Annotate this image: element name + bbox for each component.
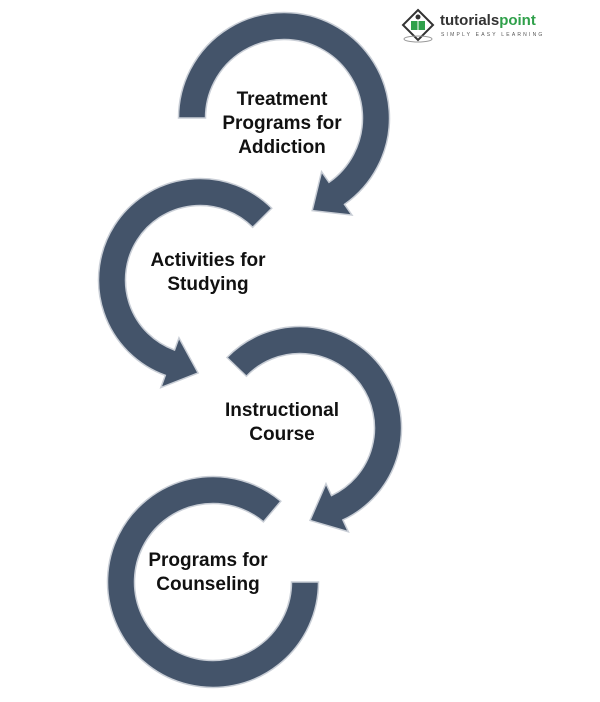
logo-name-part2: point: [499, 12, 536, 29]
step-4-line: Counseling: [156, 574, 260, 595]
curved-arrow-shape: [97, 177, 273, 389]
step-2-line: Activities for: [150, 250, 266, 271]
curved-arc-shape: [106, 475, 320, 689]
step-2-label: Activities for Studying: [108, 249, 308, 297]
logo-name-part1: tutorials: [440, 12, 500, 29]
step-1-line: Programs for: [222, 113, 342, 134]
curved-arrow-shape: [225, 325, 403, 533]
step-3-line: Instructional: [224, 400, 339, 421]
arrow-1: [177, 11, 391, 217]
step-1-line: Treatment: [236, 89, 328, 110]
step-4-line: Programs for: [148, 550, 268, 571]
step-3-line: Course: [249, 424, 315, 445]
step-3-label: Instructional Course: [182, 399, 382, 447]
arrow-4: [106, 475, 320, 689]
step-1-label: Treatment Programs for Addiction: [182, 88, 382, 160]
logo-tagline: SIMPLY EASY LEARNING: [441, 32, 545, 38]
logo-diamond-icon: [401, 8, 435, 43]
tutorialspoint-logo: tutorialspoint SIMPLY EASY LEARNING: [400, 8, 550, 43]
step-2-line: Studying: [167, 274, 249, 295]
curved-arrow-shape: [177, 11, 391, 217]
step-4-label: Programs for Counseling: [108, 549, 308, 597]
logo-wordmark: tutorialspoint: [440, 12, 536, 29]
arrow-2: [97, 177, 273, 389]
step-1-line: Addiction: [238, 137, 326, 158]
arrow-3: [225, 325, 403, 533]
